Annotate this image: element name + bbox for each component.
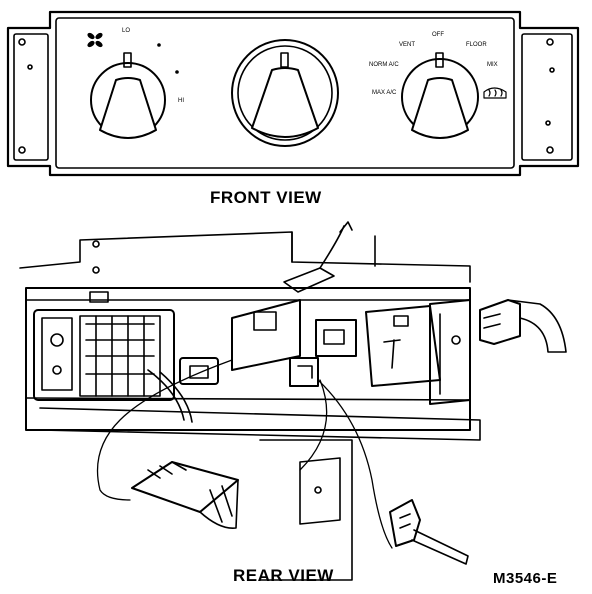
- right-bracket: [429, 299, 471, 405]
- knob-labels: LO HI VENT OFF FLOOR MIX NORM A/C MAX A/…: [122, 28, 498, 104]
- left-harness-connector: [147, 357, 219, 423]
- temperature-knob: [231, 39, 339, 147]
- fan-switch-rear: [33, 291, 175, 401]
- harness-plug-left: [131, 461, 239, 529]
- label-norm-ac: NORM A/C: [369, 62, 399, 68]
- label-lo: LO: [122, 28, 130, 34]
- label-max-ac: MAX A/C: [372, 90, 397, 96]
- defrost-icon: [483, 87, 507, 99]
- label-vent: VENT: [399, 42, 415, 48]
- figure-id: M3546-E: [493, 570, 558, 587]
- label-floor: FLOOR: [466, 42, 487, 48]
- wire-harness: [96, 359, 393, 549]
- label-mix: MIX: [487, 62, 498, 68]
- harness-plug-right: [389, 499, 469, 565]
- right-connector: [479, 299, 567, 353]
- fan-speed-knob: [90, 52, 166, 139]
- label-hi: HI: [178, 98, 184, 104]
- mode-selector-knob: [401, 52, 479, 139]
- knob-dots: [157, 43, 179, 74]
- vacuum-switch: [231, 221, 353, 387]
- front-panel: [6, 10, 580, 177]
- fan-icon: [87, 32, 103, 48]
- rear-view-caption: REAR VIEW: [233, 566, 334, 585]
- label-off: OFF: [432, 32, 444, 38]
- mode-switch-rear: [315, 305, 441, 387]
- front-view-caption: FRONT VIEW: [210, 188, 322, 207]
- rear-housing: [19, 231, 481, 581]
